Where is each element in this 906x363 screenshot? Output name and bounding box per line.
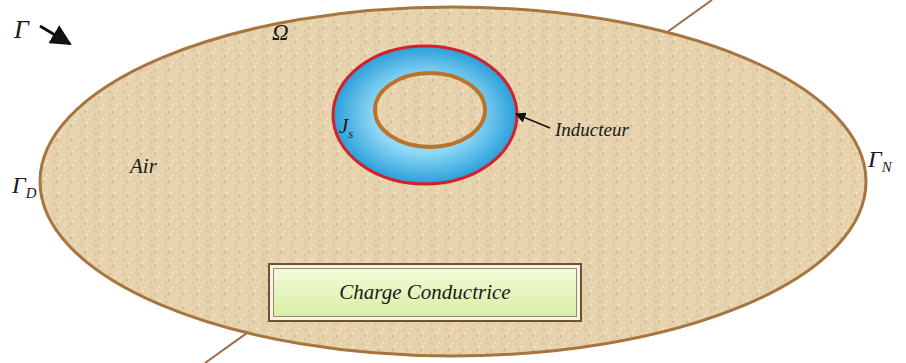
dirichlet-boundary: ΓD [12, 172, 36, 202]
domain-ellipse: Ω Air JsCharge Conductrice [38, 5, 868, 358]
inductor-ring [333, 46, 517, 184]
current-density: Js [339, 115, 353, 141]
domain-ellipse [40, 7, 866, 356]
domain-symbol: Ω [272, 20, 289, 45]
conductive-load-box: Charge Conductrice [268, 263, 582, 322]
inductor-outline [330, 43, 520, 187]
inductor-ring: Js [330, 43, 520, 187]
inductor-callout: Inducteur [555, 120, 629, 141]
boundary-symbol: Γ [14, 16, 29, 45]
inductor-pointer [516, 114, 550, 128]
region-label: Air [130, 155, 157, 178]
load-label: Charge Conductrice [339, 281, 510, 304]
boundary-pointer [40, 26, 70, 44]
inductor-hole [375, 73, 485, 147]
neumann-boundary: ΓN [868, 146, 892, 176]
